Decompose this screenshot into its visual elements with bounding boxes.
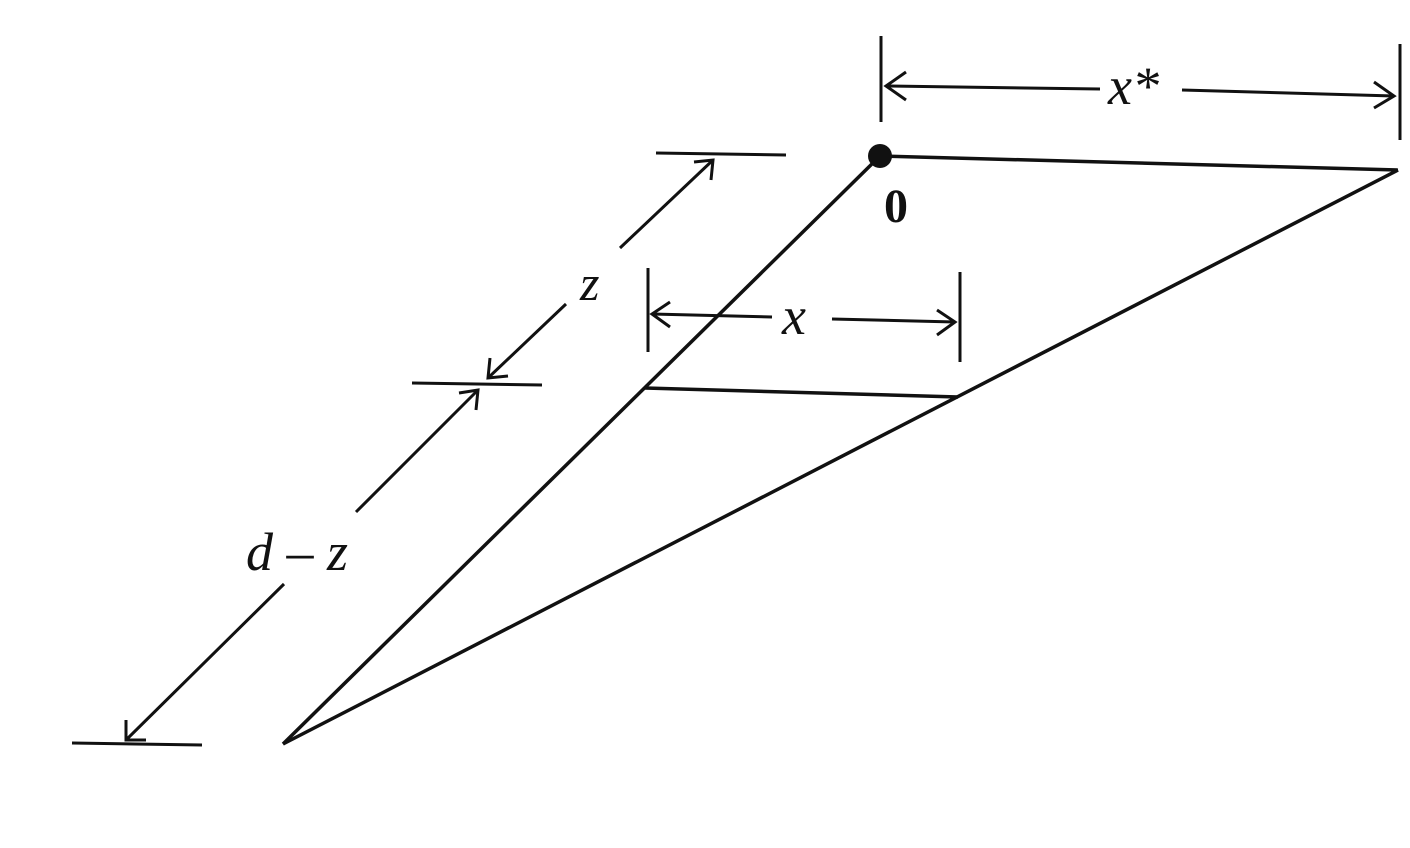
z-top-tick (655, 151, 787, 157)
x-star-label: x* (1107, 56, 1159, 116)
d-minus-z-label: d – z (246, 522, 348, 582)
x-arrow-right (936, 308, 958, 337)
z-arrow-bottom (486, 357, 509, 380)
z-mid-tick (411, 381, 543, 387)
x-dim-line-right (831, 317, 956, 324)
origin-label: 0 (884, 180, 908, 233)
d-minus-z-dim-line-upper (354, 388, 480, 514)
d-minus-z-arrow-bottom (124, 720, 146, 742)
d-minus-z-bottom-tick (71, 741, 203, 747)
x-dim-line-left (651, 312, 773, 319)
top-edge (879, 154, 1399, 172)
cross-section-line (644, 386, 959, 399)
z-arrow-top (693, 158, 715, 181)
x-star-arrow-left (883, 70, 907, 102)
z-dim-line-lower (486, 302, 568, 380)
z-dim-line-upper (618, 158, 715, 250)
x-star-arrow-right (1373, 80, 1397, 110)
d-minus-z-dim-line-lower (124, 582, 286, 742)
z-label: z (579, 255, 599, 311)
hypotenuse-edge (282, 168, 1399, 746)
origin-point (868, 144, 892, 168)
x-arrow-left (649, 300, 671, 329)
d-minus-z-arrow-top (458, 388, 480, 411)
x-label: x (781, 286, 806, 346)
x-star-dim-line-right (1181, 88, 1395, 98)
left-edge (281, 154, 882, 746)
x-star-dim-line-left (885, 84, 1101, 91)
